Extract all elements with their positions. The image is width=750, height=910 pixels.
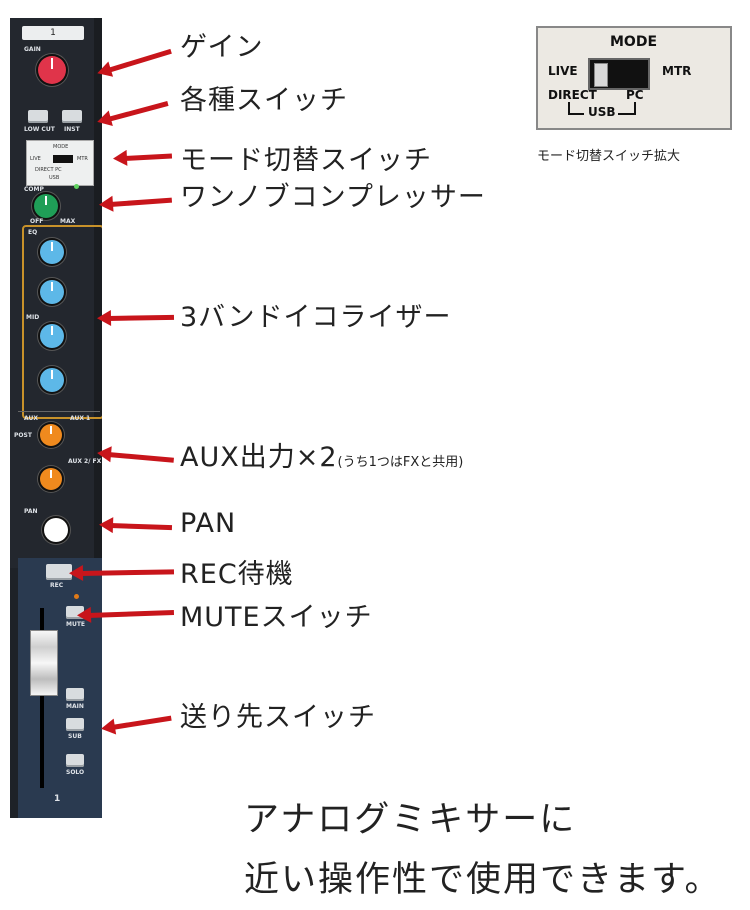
label-pan: PAN bbox=[180, 508, 237, 539]
eq-mid-freq-knob[interactable] bbox=[40, 280, 64, 304]
inset-mode-title: MODE bbox=[610, 34, 658, 50]
strip-number: 1 bbox=[54, 794, 61, 804]
inset-bracket-right bbox=[634, 102, 636, 115]
gain-knob[interactable] bbox=[38, 56, 66, 84]
inset-bracket-bottom-left bbox=[568, 113, 584, 115]
rec-label: REC bbox=[50, 582, 64, 589]
solo-button[interactable] bbox=[66, 754, 84, 767]
arrow-rec bbox=[79, 569, 175, 576]
eq-mid-knob[interactable] bbox=[40, 324, 64, 348]
comp-led bbox=[74, 184, 79, 189]
arrow-aux bbox=[107, 452, 174, 463]
label-aux-main: AUX出力×2 bbox=[180, 442, 338, 473]
fader-track bbox=[40, 608, 44, 788]
sub-label: SUB bbox=[68, 733, 82, 740]
main-label: MAIN bbox=[66, 703, 84, 710]
aux-label: AUX bbox=[24, 415, 38, 422]
label-destination: 送り先スイッチ bbox=[180, 702, 376, 733]
arrow-gain bbox=[107, 48, 172, 73]
mode-direct-pc-label: DIRECT PC bbox=[35, 167, 62, 173]
eq-mid-label: MID bbox=[26, 314, 40, 321]
aux2-fx-label: AUX 2/ FX bbox=[68, 458, 102, 465]
tagline-line2: 近い操作性で使用できます。 bbox=[244, 860, 722, 900]
low-cut-label: LOW CUT bbox=[24, 126, 55, 133]
label-aux: AUX出力×2(うち1つはFXと共用) bbox=[180, 435, 463, 474]
mode-switch[interactable] bbox=[53, 155, 73, 163]
inset-bracket-bottom-right bbox=[618, 113, 634, 115]
arrow-switches bbox=[107, 101, 169, 122]
arrow-mode-switch bbox=[123, 153, 173, 161]
arrow-destination bbox=[111, 715, 172, 730]
inset-live-label: LIVE bbox=[548, 64, 578, 78]
mute-label: MUTE bbox=[66, 621, 86, 628]
label-switches: 各種スイッチ bbox=[180, 85, 348, 116]
low-cut-button[interactable] bbox=[28, 110, 48, 123]
inset-usb-label: USB bbox=[588, 105, 616, 119]
mode-live-label: LIVE bbox=[30, 156, 41, 162]
channel-fader[interactable] bbox=[30, 630, 58, 696]
eq-high-knob[interactable] bbox=[40, 240, 64, 264]
label-compressor: ワンノブコンプレッサー bbox=[180, 182, 486, 213]
solo-label: SOLO bbox=[66, 769, 85, 776]
aux-post-label: POST bbox=[14, 432, 32, 439]
inst-button[interactable] bbox=[62, 110, 82, 123]
eq-section-frame bbox=[22, 225, 102, 419]
aux-section bbox=[18, 411, 100, 504]
arrow-compressor bbox=[109, 197, 173, 207]
aux2-fx-knob[interactable] bbox=[40, 468, 62, 490]
label-gain: ゲイン bbox=[180, 32, 264, 63]
eq-low-knob[interactable] bbox=[40, 368, 64, 392]
mode-usb-label: USB bbox=[49, 175, 60, 181]
label-mode-switch: モード切替スイッチ bbox=[180, 145, 432, 176]
comp-label: COMP bbox=[24, 186, 44, 193]
inset-mode-switch bbox=[588, 58, 650, 90]
label-equalizer: 3バンドイコライザー bbox=[180, 302, 452, 333]
comp-max-label: MAX bbox=[60, 218, 76, 225]
inset-mtr-label: MTR bbox=[662, 64, 692, 78]
comp-knob[interactable] bbox=[34, 194, 58, 218]
inst-label: INST bbox=[64, 126, 80, 133]
mode-mtr-label: MTR bbox=[77, 156, 88, 162]
inset-caption: モード切替スイッチ拡大 bbox=[537, 149, 681, 164]
inset-bracket-left bbox=[568, 102, 570, 114]
main-button[interactable] bbox=[66, 688, 84, 701]
tagline-line1: アナログミキサーに bbox=[244, 800, 577, 840]
label-rec: REC待機 bbox=[180, 559, 294, 590]
comp-off-label: OFF bbox=[30, 218, 44, 225]
rec-led bbox=[74, 594, 79, 599]
pan-knob[interactable] bbox=[44, 518, 68, 542]
aux1-label: AUX 1 bbox=[70, 415, 91, 422]
channel-number-tab: 1 bbox=[22, 26, 84, 40]
mode-title: MODE bbox=[53, 144, 69, 150]
arrow-equalizer bbox=[107, 314, 175, 321]
arrow-pan bbox=[109, 523, 173, 531]
rec-button[interactable] bbox=[46, 564, 72, 580]
inset-pc-label: PC bbox=[626, 88, 644, 102]
label-mute: MUTEスイッチ bbox=[180, 602, 373, 633]
mode-switch-closeup: MODE LIVE MTR DIRECT PC USB bbox=[536, 26, 732, 130]
gain-label: GAIN bbox=[24, 46, 41, 53]
mode-switch-panel: MODE LIVE MTR DIRECT PC USB bbox=[26, 140, 94, 186]
sub-button[interactable] bbox=[66, 718, 84, 731]
mixer-channel-strip: 1 GAIN LOW CUT INST MODE LIVE MTR DIRECT… bbox=[10, 18, 102, 818]
pan-label: PAN bbox=[24, 508, 38, 515]
aux1-knob[interactable] bbox=[40, 424, 62, 446]
eq-label: EQ bbox=[28, 229, 38, 236]
tagline: アナログミキサーに 近い操作性で使用できます。 bbox=[244, 790, 722, 910]
inset-direct-label: DIRECT bbox=[548, 88, 597, 102]
label-aux-note: (うち1つはFXと共用) bbox=[337, 455, 464, 470]
